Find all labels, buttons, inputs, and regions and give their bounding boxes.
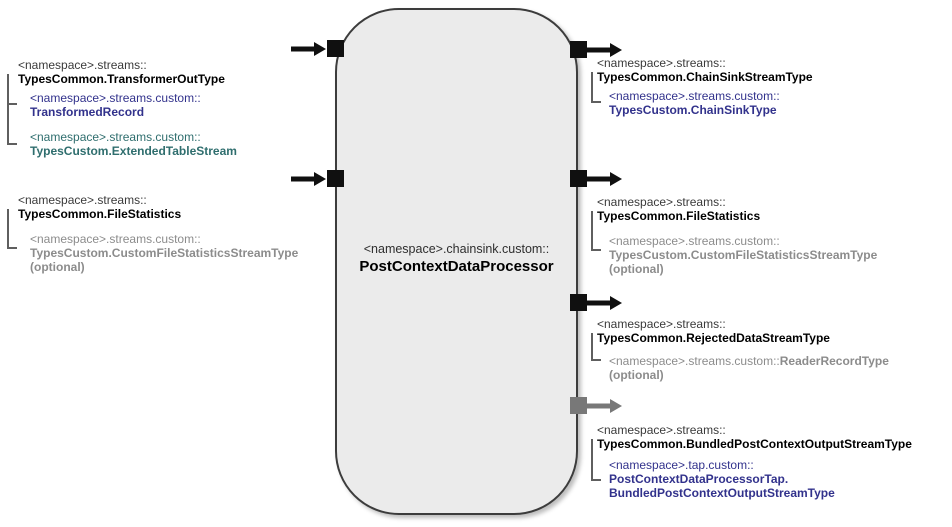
subtype-namespace-label: <namespace>.streams.custom:: (609, 354, 780, 368)
output-port-1[interactable] (570, 41, 587, 58)
output-port-3[interactable] (570, 294, 587, 311)
component-node[interactable]: <namespace>.chainsink.custom:: PostConte… (335, 8, 578, 515)
output-port-2[interactable] (570, 170, 587, 187)
subtype-namespace-label: <namespace>.streams.custom:: (30, 130, 201, 144)
subtype-inline-line: <namespace>.streams.custom::ReaderRecord… (609, 354, 889, 368)
subtype-namespace-label: <namespace>.streams.custom:: (30, 91, 201, 105)
subtype-group: <namespace>.tap.custom:: PostContextData… (609, 458, 912, 500)
output-label-block-4: <namespace>.streams:: TypesCommon.Bundle… (597, 423, 912, 500)
input-port-2[interactable] (327, 170, 344, 187)
subtype-label: TypesCustom.CustomFileStatisticsStreamTy… (30, 246, 299, 260)
bracket-line (7, 209, 9, 249)
namespace-label: <namespace>.streams:: (597, 195, 726, 209)
component-name: PostContextDataProcessor (359, 258, 554, 275)
subtype-label: TransformedRecord (30, 105, 145, 119)
output-label-block-2: <namespace>.streams:: TypesCommon.FileSt… (597, 195, 877, 276)
subtype-label: BundledPostContextOutputStreamType (609, 486, 835, 500)
input-port-1[interactable] (327, 40, 344, 57)
bracket-tick (591, 479, 601, 481)
type-label: TypesCommon.RejectedDataStreamType (597, 331, 830, 345)
output-arrow-icon-4-tap[interactable] (587, 397, 623, 415)
input-arrow-icon-2[interactable] (291, 170, 327, 188)
subtype-label: PostContextDataProcessorTap. (609, 472, 789, 486)
type-label: TypesCommon.FileStatistics (597, 209, 761, 223)
subtype-namespace-label: <namespace>.tap.custom:: (609, 458, 754, 472)
subtype-group: <namespace>.streams.custom::ReaderRecord… (609, 354, 889, 382)
bracket-tick (591, 101, 601, 103)
subtype-namespace-label: <namespace>.streams.custom:: (609, 234, 780, 248)
bracket-tick (7, 143, 17, 145)
subtype-group: <namespace>.streams.custom:: TypesCustom… (609, 89, 813, 117)
bracket-line (7, 74, 9, 145)
output-label-block-3: <namespace>.streams:: TypesCommon.Reject… (597, 317, 889, 382)
bracket-tick (591, 249, 601, 251)
bracket-line (591, 72, 593, 103)
input-label-block-2: <namespace>.streams:: TypesCommon.FileSt… (18, 193, 298, 274)
input-label-block-1: <namespace>.streams:: TypesCommon.Transf… (18, 58, 237, 158)
optional-note: (optional) (609, 262, 664, 276)
type-label: TypesCommon.TransformerOutType (18, 72, 225, 86)
subtype-namespace-label: <namespace>.streams.custom:: (30, 232, 201, 246)
input-arrow-icon-1[interactable] (291, 40, 327, 58)
subtype-group: <namespace>.streams.custom:: TypesCustom… (30, 232, 298, 274)
subtype-group: <namespace>.streams.custom:: TypesCustom… (30, 130, 237, 158)
component-namespace: <namespace>.chainsink.custom:: (363, 242, 550, 256)
subtype-label: TypesCustom.CustomFileStatisticsStreamTy… (609, 248, 878, 262)
subtype-group: <namespace>.streams.custom:: Transformed… (30, 91, 237, 119)
optional-note: (optional) (609, 368, 664, 382)
output-arrow-icon-3[interactable] (587, 294, 623, 312)
namespace-label: <namespace>.streams:: (18, 193, 147, 207)
bracket-line (591, 439, 593, 481)
output-arrow-icon-1[interactable] (587, 41, 623, 59)
output-port-4-tap[interactable] (570, 397, 587, 414)
type-label: TypesCommon.BundledPostContextOutputStre… (597, 437, 912, 451)
bracket-tick (7, 103, 17, 105)
bracket-line (591, 211, 593, 251)
bracket-line (591, 333, 593, 361)
output-label-block-1: <namespace>.streams:: TypesCommon.ChainS… (597, 56, 813, 117)
namespace-label: <namespace>.streams:: (597, 317, 726, 331)
subtype-label: ReaderRecordType (779, 354, 889, 368)
namespace-label: <namespace>.streams:: (597, 56, 726, 70)
namespace-label: <namespace>.streams:: (597, 423, 726, 437)
namespace-label: <namespace>.streams:: (18, 58, 147, 72)
bracket-tick (591, 359, 601, 361)
subtype-group: <namespace>.streams.custom:: TypesCustom… (609, 234, 877, 276)
type-label: TypesCommon.ChainSinkStreamType (597, 70, 813, 84)
type-label: TypesCommon.FileStatistics (18, 207, 182, 221)
subtype-namespace-label: <namespace>.streams.custom:: (609, 89, 780, 103)
subtype-label: TypesCustom.ChainSinkType (609, 103, 777, 117)
optional-note: (optional) (30, 260, 85, 274)
bracket-tick (7, 247, 17, 249)
output-arrow-icon-2[interactable] (587, 170, 623, 188)
subtype-label: TypesCustom.ExtendedTableStream (30, 144, 237, 158)
